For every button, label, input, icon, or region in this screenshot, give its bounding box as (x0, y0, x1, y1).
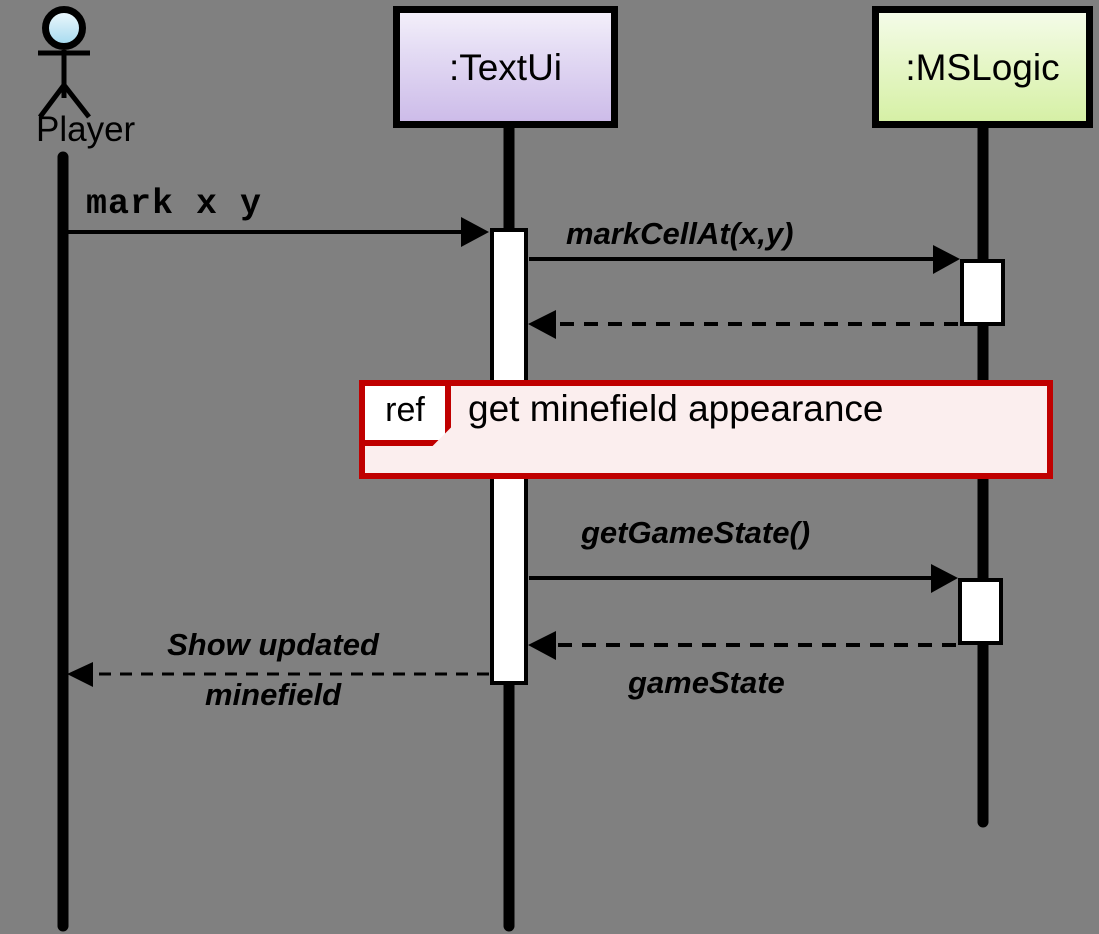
message-label-mark: mark x y (86, 184, 263, 224)
actor-figure-player (38, 50, 91, 119)
ref-operator-label: ref (385, 391, 425, 429)
ref-fragment-operator-tag: ref (359, 380, 451, 446)
participant-box-mslogic[interactable]: :MSLogic (872, 6, 1093, 128)
participant-box-textui[interactable]: :TextUi (393, 6, 618, 128)
message-label-minefield: minefield (204, 677, 342, 712)
message-arrow-show-updated-minefield (67, 662, 489, 687)
actor-head-icon (42, 6, 86, 50)
message-arrow-mark (68, 217, 489, 247)
message-arrow-getgamestate (529, 564, 958, 593)
ref-fragment-text: get minefield appearance (468, 388, 884, 429)
message-arrow-return-gamestate (528, 631, 956, 660)
message-arrow-return-markcellat (528, 310, 958, 339)
message-label-gamestate: gameState (628, 665, 785, 700)
participant-label-mslogic: :MSLogic (905, 46, 1060, 88)
activation-bar-mslogic-2 (958, 578, 1003, 645)
message-arrow-markcellat (529, 245, 960, 274)
message-label-markcellat: markCellAt(x,y) (566, 216, 794, 251)
activation-bar-mslogic-1 (960, 259, 1005, 326)
participant-label-textui: :TextUi (448, 46, 563, 88)
ref-fragment-frame[interactable] (359, 380, 1053, 479)
message-label-getgamestate: getGameState() (581, 515, 811, 550)
message-label-show-updated: Show updated (167, 627, 379, 662)
actor-label-player: Player (36, 110, 136, 149)
